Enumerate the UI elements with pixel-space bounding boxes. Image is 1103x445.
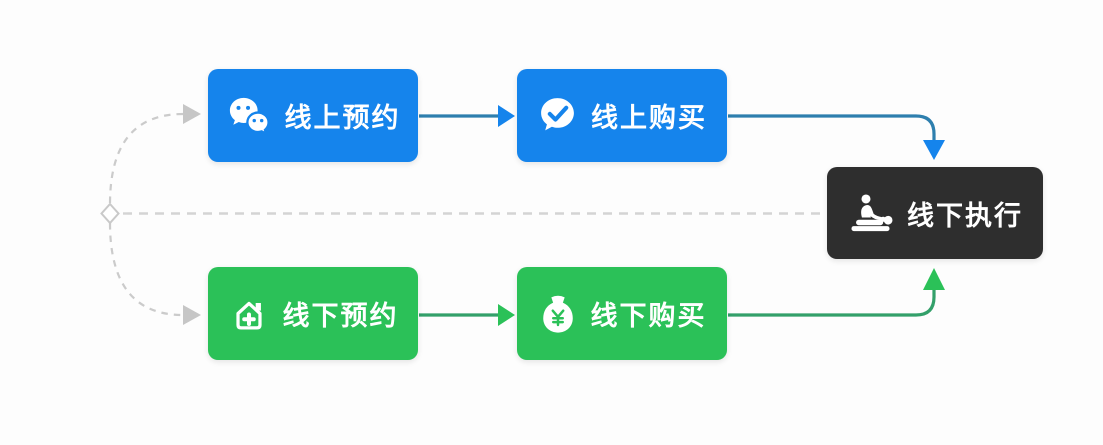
dashed-curve-to-offline-booking — [108, 222, 184, 317]
green-arrow-line-2 — [728, 290, 936, 317]
node-label: 线下购买 — [590, 301, 707, 331]
node-label: 线上预约 — [284, 103, 401, 133]
dashed-curve-to-online-booking — [108, 112, 184, 205]
node-label: 线下执行 — [907, 200, 1023, 231]
start-diamond — [100, 202, 120, 225]
massage-icon — [851, 194, 893, 232]
green-arrowhead-2 — [923, 268, 945, 290]
blue-arrowhead-1 — [498, 105, 515, 127]
node-offline-booking: 线下预约 — [208, 267, 418, 360]
house-plus-icon — [235, 301, 262, 330]
node-offline-execution: 线下执行 — [827, 167, 1043, 259]
money-bag-icon — [542, 295, 573, 333]
node-offline-purchase: 线下购买 — [517, 267, 727, 360]
wechat-icon — [229, 97, 270, 136]
blue-arrow-line-2 — [728, 114, 936, 141]
chat-check-icon — [541, 98, 574, 131]
green-arrowhead-1 — [498, 304, 515, 326]
node-online-purchase: 线上购买 — [517, 69, 727, 162]
blue-arrowhead-2 — [923, 140, 945, 160]
node-label: 线下预约 — [282, 301, 399, 331]
node-online-booking: 线上预约 — [208, 69, 418, 162]
gray-arrowhead-bottom — [183, 305, 201, 325]
gray-arrowhead-top — [183, 104, 201, 124]
node-label: 线上购买 — [591, 103, 707, 133]
